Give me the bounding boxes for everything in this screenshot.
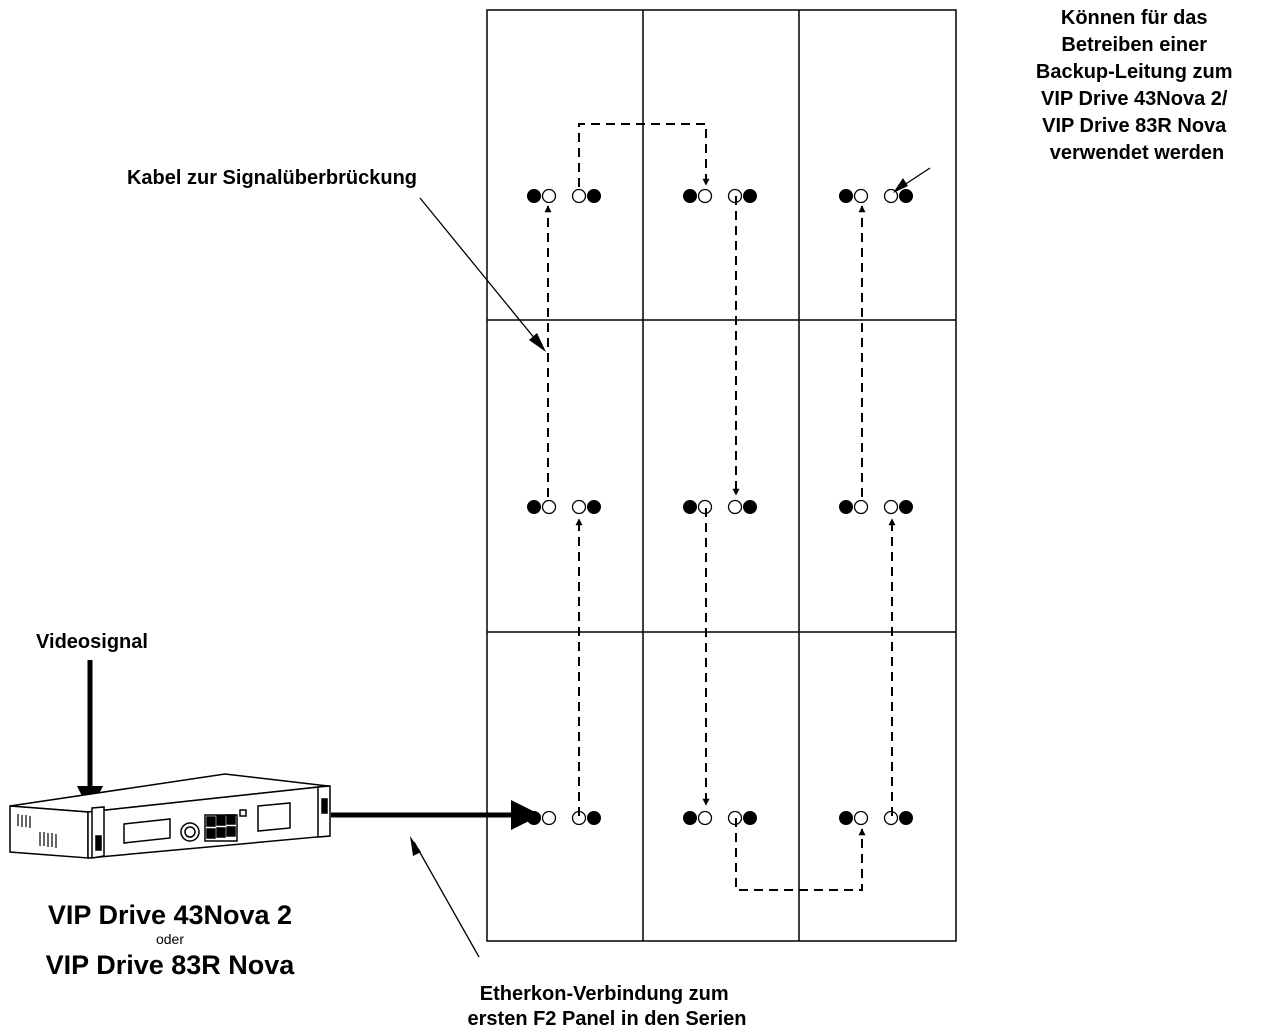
panel-r2-c1-data-in-port — [541, 499, 557, 515]
panel-r1-c1-power-in-dot — [527, 189, 541, 203]
label-etherkon-line-1: Etherkon-Verbindung zum — [480, 983, 729, 1005]
panel-r1-c3-power-out-dot — [899, 189, 913, 203]
panel-r2-c2-power-out-dot — [743, 500, 757, 514]
panel-r2-c3-data-in-port — [853, 499, 869, 515]
panel-r1-c2-power-out-dot — [743, 189, 757, 203]
panel-r3-c3-power-in-dot — [839, 811, 853, 825]
panel-r3-c3-data-in-port — [853, 810, 869, 826]
label-backup-note: Können für das Betreiben einer Backup-Le… — [1036, 7, 1238, 164]
device-left-side — [9, 805, 89, 859]
leader-etherkon-arrowhead — [410, 836, 421, 856]
device-button — [206, 828, 216, 839]
panel-r3-c1-power-out-dot — [587, 811, 601, 825]
leader-backup-arrowhead — [893, 178, 908, 193]
led-panel-grid — [486, 9, 957, 942]
panel-r1-c3-data-out-port — [883, 188, 899, 204]
cable-c1-to-c2-top — [578, 123, 710, 187]
device-screen — [257, 802, 291, 832]
device-side-vents — [17, 814, 57, 848]
panel-r2-c3-power-out-dot — [899, 500, 913, 514]
device-indicator — [239, 809, 247, 817]
device-knob-inner — [184, 826, 196, 838]
label-backup-line-3: Backup-Leitung zum — [1036, 61, 1233, 83]
device-ear-hole-left — [95, 835, 102, 851]
leader-bridge-cable — [419, 197, 541, 346]
panel-r3-c2-power-out-dot — [743, 811, 757, 825]
panel-r1-c2-power-in-dot — [683, 189, 697, 203]
panel-r2-c1-power-out-dot — [587, 500, 601, 514]
device-button — [226, 814, 236, 825]
panel-r2-c2-data-out-port — [727, 499, 743, 515]
panel-grid-outline — [486, 9, 957, 942]
label-backup-line-1: Können für das — [1061, 7, 1208, 29]
panel-r3-c2-power-in-dot — [683, 811, 697, 825]
vip-drive-device — [9, 773, 331, 859]
panel-r1-c1-data-out-port — [571, 188, 587, 204]
device-display — [123, 818, 171, 844]
data-cabling — [544, 123, 896, 891]
label-device-or: oder — [156, 931, 184, 947]
label-backup-line-4: VIP Drive 43Nova 2/ — [1041, 88, 1228, 110]
leader-bridge-arrowhead — [529, 333, 546, 352]
panel-r2-c3-power-in-dot — [839, 500, 853, 514]
panel-r3-c3-power-out-dot — [899, 811, 913, 825]
leader-etherkon-note — [413, 841, 480, 958]
device-button — [206, 816, 216, 827]
panel-r1-c3-data-in-port — [853, 188, 869, 204]
label-video-signal: Videosignal — [36, 631, 148, 653]
panel-r1-c3-power-in-dot — [839, 189, 853, 203]
panel-r2-c3-data-out-port — [883, 499, 899, 515]
device-ear-hole-right — [321, 798, 328, 814]
panel-r2-c2-power-in-dot — [683, 500, 697, 514]
panel-r3-c1-data-in-port — [541, 810, 557, 826]
label-backup-line-2: Betreiben einer — [1061, 34, 1207, 56]
device-button — [216, 815, 226, 826]
label-backup-line-6: verwendet werden — [1050, 142, 1225, 164]
label-device-name-2: VIP Drive 83R Nova — [46, 950, 296, 980]
panel-r2-c1-data-out-port — [571, 499, 587, 515]
panel-r1-c1-data-in-port — [541, 188, 557, 204]
panel-r2-c1-power-in-dot — [527, 500, 541, 514]
panel-r1-c1-power-out-dot — [587, 189, 601, 203]
label-etherkon-note: Etherkon-Verbindung zum ersten F2 Panel … — [468, 983, 747, 1030]
cable-c2-to-c3-bottom — [735, 818, 866, 891]
label-device-name-1: VIP Drive 43Nova 2 — [48, 900, 292, 930]
label-etherkon-line-2: ersten F2 Panel in den Serien — [468, 1008, 747, 1030]
device-button — [226, 826, 236, 837]
panel-connectors — [527, 188, 913, 826]
device-button — [216, 827, 226, 838]
device-button-block — [204, 814, 238, 842]
label-bridge-cable: Kabel zur Signalüberbrückung — [127, 167, 417, 189]
label-backup-line-5: VIP Drive 83R Nova — [1042, 115, 1227, 137]
panel-r1-c2-data-in-port — [697, 188, 713, 204]
panel-r3-c2-data-in-port — [697, 810, 713, 826]
